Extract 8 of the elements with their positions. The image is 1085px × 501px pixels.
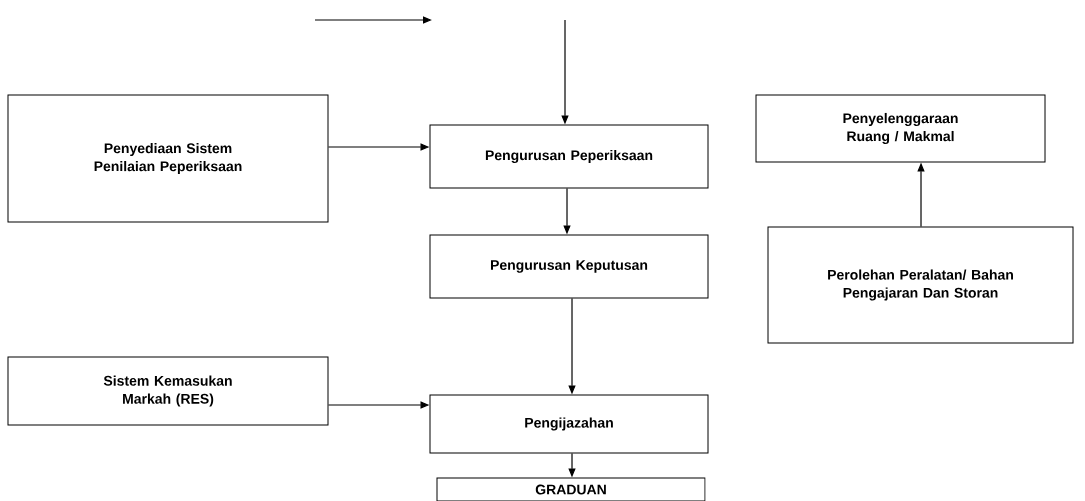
process-box: Pengurusan Keputusan [429, 234, 709, 299]
process-box: Penyediaan Sistem Penilaian Peperiksaan [7, 94, 329, 223]
process-box: Sistem Kemasukan Markah (RES) [7, 356, 329, 426]
process-box: GRADUAN [436, 477, 706, 501]
process-box: Penyelenggaraan Ruang / Makmal [755, 94, 1046, 163]
process-box: Perolehan Peralatan/ Bahan Pengajaran Dan Storan [767, 226, 1074, 344]
process-box: Pengijazahan [429, 394, 709, 454]
process-box: Pengurusan Peperiksaan [429, 124, 709, 189]
